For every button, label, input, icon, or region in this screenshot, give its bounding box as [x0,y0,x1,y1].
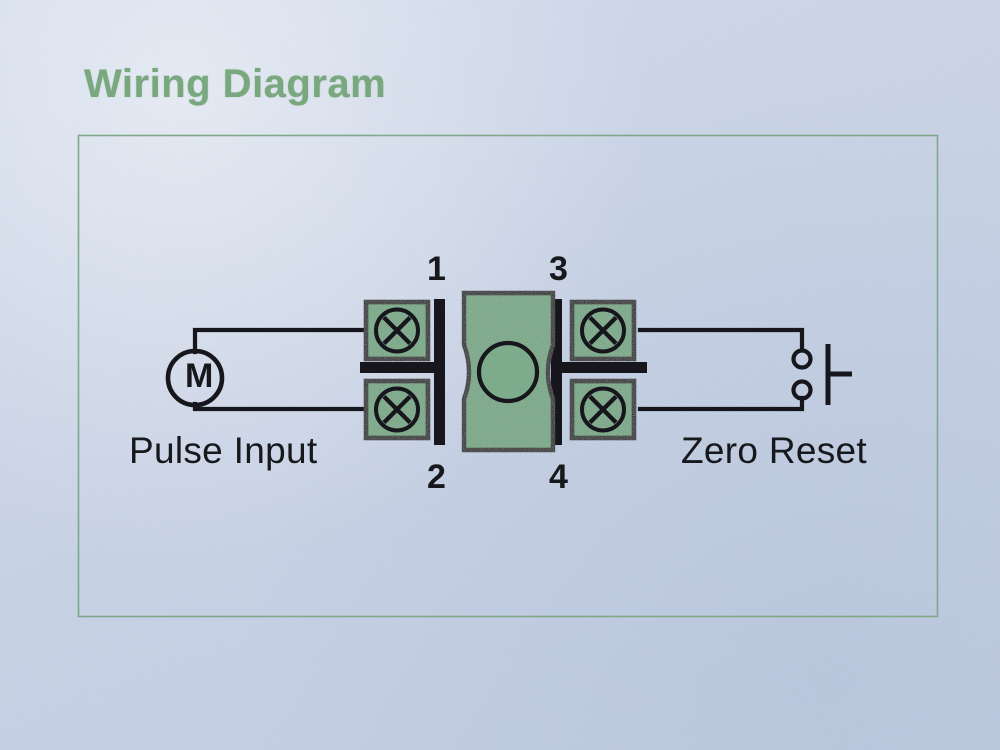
wire-terminal4-to-switch [637,395,805,412]
screw-terminal-1 [363,299,431,362]
diagram-border [77,134,939,618]
wire-terminal3-to-switch [637,327,805,353]
screw-terminal-2 [363,378,431,441]
busbar-right-horizontal [551,362,647,373]
terminal-number-2: 2 [427,458,446,496]
label-pulse-input: Pulse Input [129,430,318,471]
switch-contact-upper [791,348,813,370]
counter-body-dial [476,340,540,404]
wire-motor-bottom [192,401,371,412]
page-title: Wiring Diagram [84,62,387,106]
terminal-number-4: 4 [549,458,568,496]
busbar-left-horizontal [360,362,445,373]
label-zero-reset: Zero Reset [681,430,868,471]
terminal-number-3: 3 [549,250,568,288]
wire-motor-top [192,327,371,355]
screw-terminal-4 [569,378,637,441]
screw-terminal-3 [569,299,637,362]
pulse-source-circle [165,348,225,408]
switch-contact-lower [791,379,813,401]
terminal-number-1: 1 [427,250,446,288]
wire-group-zero-reset [637,327,805,412]
motor-symbol-letter: M [185,357,214,395]
